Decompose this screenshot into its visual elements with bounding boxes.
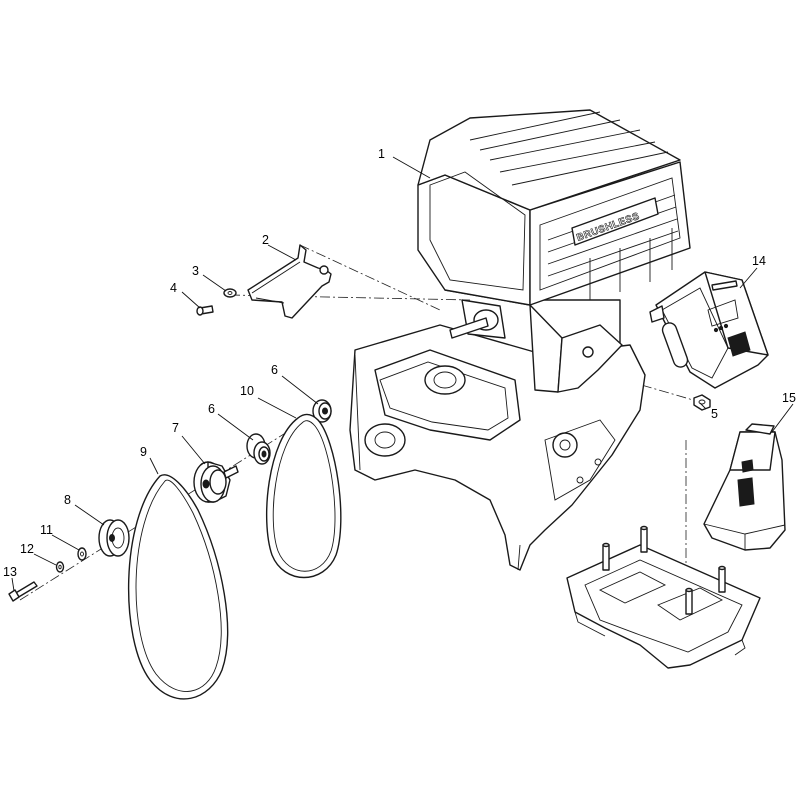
callout-4: 4 bbox=[170, 281, 177, 295]
motor: BRUSHLESS bbox=[417, 109, 691, 393]
pulley-8 bbox=[98, 519, 130, 557]
washer-12 bbox=[55, 561, 65, 573]
callout-1: 1 bbox=[378, 147, 385, 161]
callout-6-lower: 6 bbox=[208, 402, 215, 416]
callout-11: 11 bbox=[40, 523, 53, 537]
callout-8: 8 bbox=[64, 493, 71, 507]
callout-6-upper: 6 bbox=[271, 363, 278, 377]
callout-3: 3 bbox=[192, 264, 199, 278]
leader-lines bbox=[11, 156, 794, 592]
nut-5 bbox=[693, 394, 711, 411]
wire-bracket bbox=[247, 244, 332, 319]
callout-14: 14 bbox=[752, 254, 766, 268]
callout-2: 2 bbox=[262, 233, 269, 247]
belt-9 bbox=[127, 474, 229, 700]
callout-9: 9 bbox=[140, 445, 147, 459]
washer-3 bbox=[223, 288, 237, 298]
bolt-13 bbox=[8, 581, 38, 602]
callout-12: 12 bbox=[20, 542, 34, 556]
belt-10 bbox=[265, 413, 342, 579]
washer-11 bbox=[77, 547, 87, 561]
spacer-6-upper bbox=[312, 399, 332, 423]
callout-10: 10 bbox=[240, 384, 254, 398]
callout-13: 13 bbox=[3, 565, 17, 579]
callout-15: 15 bbox=[782, 391, 796, 405]
screw-4 bbox=[196, 305, 214, 316]
pulley-7 bbox=[193, 461, 239, 503]
callout-5: 5 bbox=[711, 407, 718, 421]
spacer-6-lower bbox=[246, 433, 271, 465]
mounting-plate bbox=[566, 525, 761, 669]
battery-14 bbox=[649, 271, 769, 389]
charger-15 bbox=[703, 423, 786, 551]
callout-7: 7 bbox=[172, 421, 179, 435]
callout-labels: 1 2 3 4 5 6 6 7 8 9 10 11 12 13 14 15 bbox=[3, 147, 796, 579]
